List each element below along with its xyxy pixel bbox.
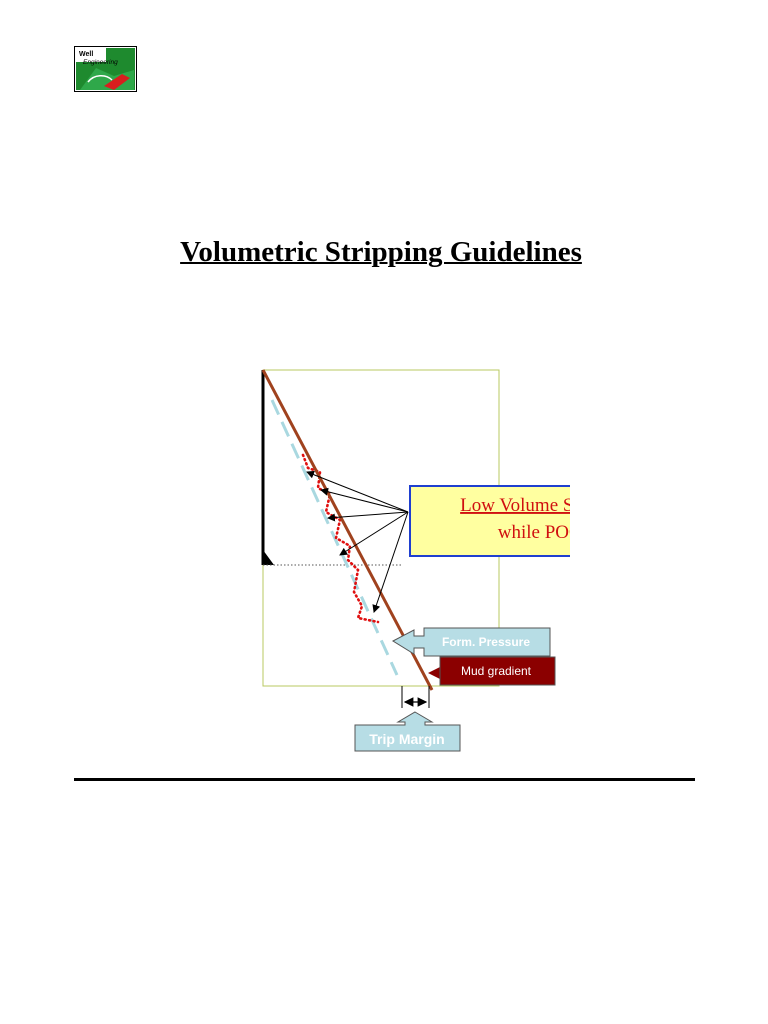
logo-text-engineering: Engineering [83,59,118,66]
formation-pressure-line [270,399,399,676]
form-pressure-label: Form. Pressure [391,627,551,657]
callout-arrow-4 [339,511,409,556]
stripping-diagram: Low Volume Swabbing while POOH. Form. Pr… [261,369,570,752]
shoe-marker [263,550,274,565]
logo-text-well: Well [79,51,93,58]
callout-arrow-5 [372,511,409,613]
mud-gradient-label: Mud gradient [428,656,556,686]
well-engineering-logo: Well Engineering [74,46,137,92]
callout-arrow-1 [306,470,409,513]
callout-line-1: Low Volume Swabbing [460,495,570,516]
horizontal-rule [74,778,695,781]
callout-line-2: while POOH. [498,522,570,543]
swabbing-callout-box [409,485,570,557]
trip-margin-text: Trip Margin [369,731,444,747]
callout-arrow-3 [327,511,409,522]
mud-gradient-text: Mud gradient [461,664,532,678]
trip-margin-label: Trip Margin [354,711,461,752]
form-pressure-text: Form. Pressure [442,635,530,649]
callout-arrow-2 [320,487,409,513]
page-title: Volumetric Stripping Guidelines [180,236,582,268]
